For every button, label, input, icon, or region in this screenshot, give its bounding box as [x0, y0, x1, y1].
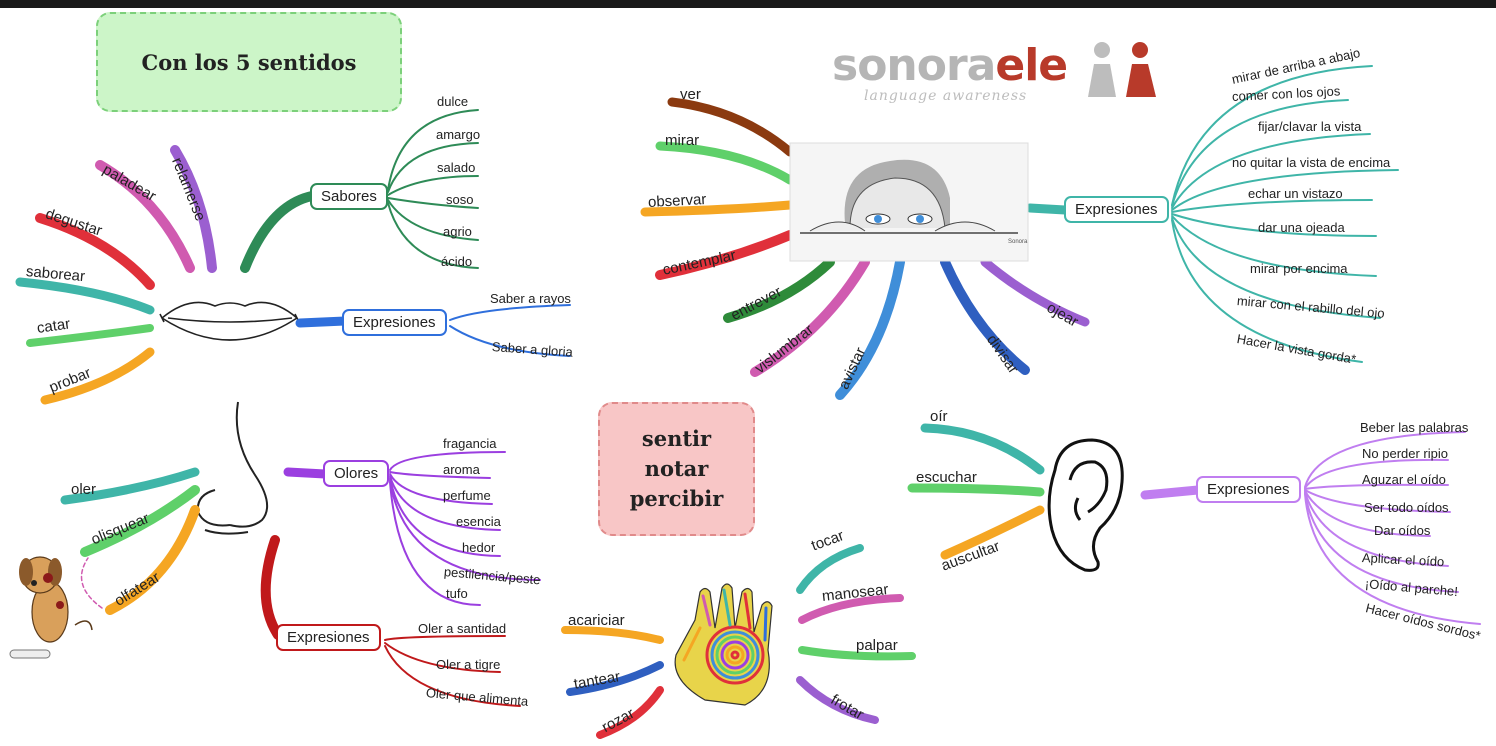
touch-right-branches [796, 544, 916, 724]
smell-expr-santidad: Oler a santidad [418, 621, 507, 636]
ear-illustration [1047, 438, 1124, 572]
smell-verb-branches [60, 467, 200, 615]
title-box: Con los 5 sentidos [96, 12, 402, 112]
logo-main: sonora [832, 40, 996, 91]
center-box-line-3: percibir [629, 486, 724, 511]
smell-expr-tigre: Oler a tigre [436, 657, 501, 672]
olores-branches [283, 451, 541, 606]
taste-verb-branches [15, 145, 217, 405]
logo-figures [1088, 42, 1156, 97]
hand-illustration [674, 583, 773, 706]
node-olores: Olores [323, 460, 390, 487]
olor-hedor: hedor [462, 540, 496, 555]
sonoraele-logo: sonoraele language awareness [832, 40, 1068, 104]
sight-expr-7: mirar por encima [1250, 261, 1348, 276]
node-smell-expresiones: Expresiones [276, 624, 381, 651]
touch-left-branches [561, 626, 664, 739]
sabor-salado: salado [437, 160, 476, 175]
smell-expr-branches [260, 535, 521, 707]
olor-fragancia: fragancia [443, 436, 497, 451]
verb-acariciar: acariciar [568, 612, 625, 629]
hearing-verb-branches [907, 423, 1045, 560]
svg-text:Sonora: Sonora [1008, 239, 1028, 245]
dog-illustration [9, 556, 93, 659]
eyes-illustration: Sonora [789, 142, 1029, 262]
verb-oler: oler [71, 481, 97, 498]
olor-perfume: perfume [443, 488, 491, 503]
verb-observar: observar [647, 190, 707, 211]
sabor-agrio: agrio [443, 224, 472, 239]
verb-oir: oír [930, 408, 948, 425]
top-bar [0, 0, 1496, 8]
node-hearing-expresiones: Expresiones [1196, 476, 1301, 503]
sight-expr-4: no quitar la vista de encima [1232, 155, 1391, 170]
hearing-expr-3: Aguzar el oído [1362, 472, 1446, 487]
node-taste-expresiones: Expresiones [342, 309, 447, 336]
sabor-acido: ácido [441, 254, 473, 269]
sabor-dulce: dulce [437, 94, 469, 109]
olor-tufo: tufo [446, 586, 468, 601]
node-sight-expresiones: Expresiones [1064, 196, 1169, 223]
lips-illustration [159, 301, 300, 341]
center-box: sentir notar percibir [598, 402, 755, 536]
olor-esencia: esencia [456, 514, 501, 529]
olor-aroma: aroma [443, 462, 480, 477]
hearing-expr-4: Ser todo oídos [1364, 500, 1449, 515]
center-box-line-1: sentir [641, 426, 712, 451]
hearing-expr-1: Beber las palabras [1360, 420, 1469, 435]
node-sabores: Sabores [310, 183, 388, 210]
sight-expr-6: dar una ojeada [1258, 220, 1345, 235]
verb-ver: ver [680, 86, 701, 103]
nose-illustration [196, 401, 269, 535]
taste-expr-rayos: Saber a rayos [490, 291, 571, 306]
sight-expr-5: echar un vistazo [1248, 186, 1343, 201]
hearing-expr-5: Dar oídos [1374, 523, 1431, 538]
logo-accent: ele [995, 40, 1068, 91]
sabor-amargo: amargo [436, 127, 481, 142]
verb-palpar: palpar [856, 637, 898, 654]
sabor-soso: soso [446, 192, 474, 207]
hearing-expr-2: No perder ripio [1362, 446, 1448, 461]
logo-subtitle: language awareness [864, 88, 1028, 104]
sight-expr-3: fijar/clavar la vista [1258, 119, 1362, 134]
taste-expr-branches [295, 304, 571, 357]
center-box-line-2: notar [644, 456, 709, 481]
sight-verb-branches [640, 97, 1090, 400]
verb-escuchar: escuchar [916, 469, 977, 486]
sabores-branches [240, 109, 479, 273]
hearing-expr-branches [1140, 431, 1481, 625]
verb-mirar: mirar [665, 132, 700, 149]
sight-expr-branches [1025, 65, 1399, 363]
